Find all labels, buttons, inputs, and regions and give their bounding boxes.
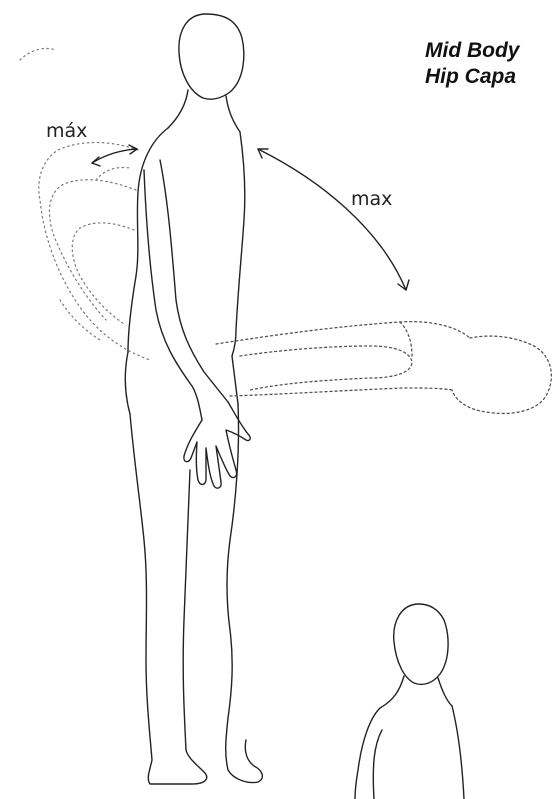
second-torso-back [355,708,380,799]
second-torso-front [452,706,464,799]
standing-leg-back [130,414,207,784]
standing-leg-inner [183,470,190,750]
ghost-left-1 [39,143,150,361]
standing-hip [125,352,130,414]
angle-arrows [92,145,409,290]
ghost-back-line [216,322,470,344]
standing-belly [232,356,238,404]
ghost-arm [240,346,412,390]
ghost-shoulder [400,322,412,356]
forward-flexion-label: max [351,188,392,210]
ghost-left-6 [60,300,100,340]
second-neck-front [438,678,452,706]
ghost-left-5 [96,168,130,181]
standing-arm-front [160,160,228,402]
second-neck-back [380,676,404,708]
standing-hand [184,402,250,488]
back-extension-label: máx [46,120,87,142]
second-head [394,604,448,684]
title-line-2: Hip Capa [425,64,553,90]
forward-flexion-arc [258,149,406,290]
standing-leg-front [226,404,263,783]
forward-bent-ghost-figure [216,322,551,414]
standing-arm-back [144,170,202,420]
standing-torso-front [232,132,245,356]
standing-figure [125,14,262,784]
page-title: Mid Body Hip Capa [425,38,553,90]
ghost-head [452,336,551,413]
ghost-front-line [230,388,452,396]
ghost-left-4 [20,48,56,60]
standing-neck-front [226,96,240,132]
standing-neck-back [168,90,188,128]
second-figure [355,604,464,799]
back-extension-arrowhead-left [92,157,100,166]
standing-head [179,14,244,99]
back-extension-arrow [92,149,137,163]
second-arm [373,730,382,799]
ghost-left-2 [49,180,136,320]
title-line-1: Mid Body [425,38,553,64]
